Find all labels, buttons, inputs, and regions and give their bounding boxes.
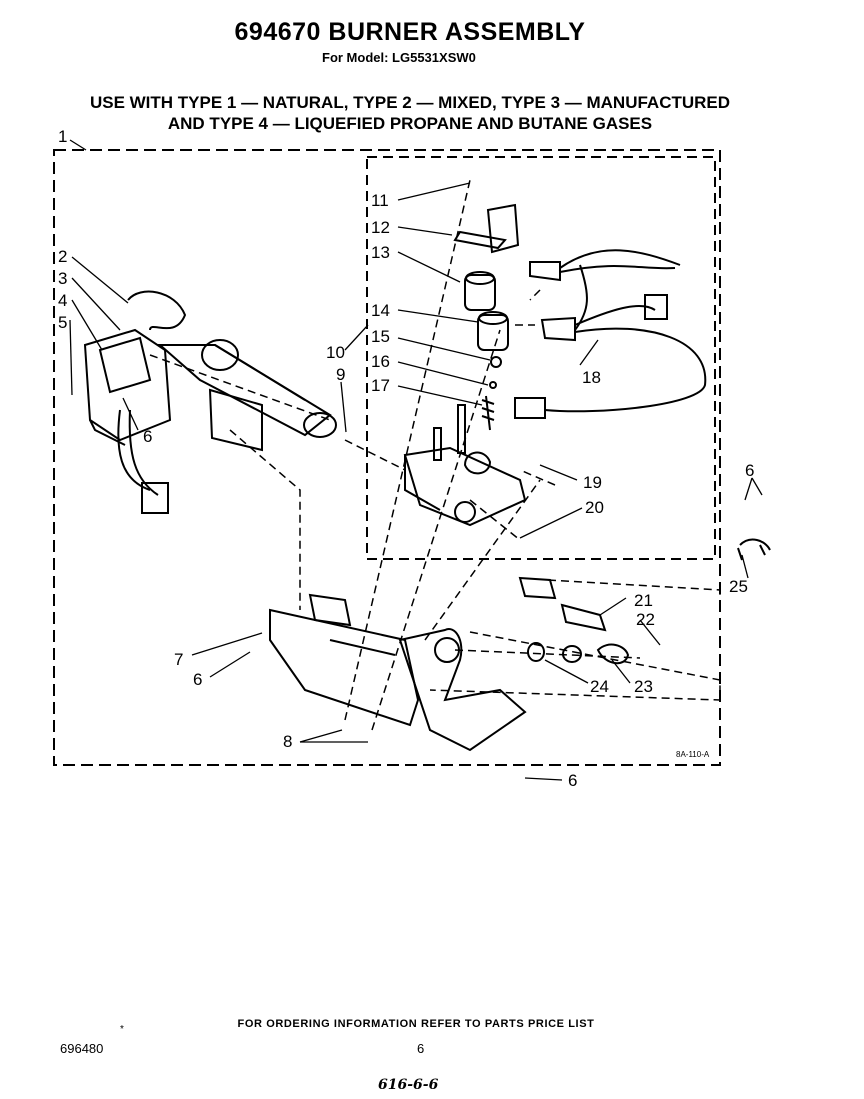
model-label: For Model: LG5531XSW0 (322, 50, 476, 65)
callout-6c: 6 (568, 771, 577, 790)
callout-15: 15 (371, 327, 390, 346)
callout-6b: 6 (193, 670, 202, 689)
callout-16: 16 (371, 352, 390, 371)
callout-10: 10 (326, 343, 345, 362)
callout-17: 17 (371, 376, 390, 395)
drawing-code: 8A-110-A (676, 750, 710, 759)
callout-25: 25 (729, 577, 748, 596)
callout-5: 5 (58, 313, 67, 332)
callout-22: 22 (636, 610, 655, 629)
callout-21: 21 (634, 591, 653, 610)
gas-type-line-2: AND TYPE 4 — LIQUEFIED PROPANE AND BUTAN… (167, 114, 653, 133)
callout-24: 24 (590, 677, 609, 696)
connection-lines (149, 179, 721, 731)
solenoid-coils (453, 203, 520, 431)
burner-bracket (269, 593, 527, 752)
document-number: 696480 (60, 1041, 104, 1056)
assembly-boundary (53, 149, 721, 766)
callout-3: 3 (58, 269, 67, 288)
page-title: 694670 BURNER ASSEMBLY (234, 18, 586, 46)
page-number: 6 (417, 1041, 425, 1056)
callout-11: 11 (371, 191, 389, 210)
wire-harness (514, 249, 707, 419)
callout-9: 9 (336, 365, 345, 384)
callout-4: 4 (58, 291, 67, 310)
callout-6d: 6 (745, 461, 754, 480)
asterisk-mark: * (120, 1024, 124, 1035)
valve-group-boundary (366, 156, 716, 560)
callout-18: 18 (582, 368, 601, 387)
callout-7: 7 (174, 650, 183, 669)
callout-19: 19 (583, 473, 602, 492)
leader-lines (69, 139, 763, 781)
orifice-fittings (518, 538, 771, 665)
callout-6a: 6 (143, 427, 152, 446)
gas-type-line-1: USE WITH TYPE 1 — NATURAL, TYPE 2 — MIXE… (89, 93, 731, 112)
ignitor-bracket (83, 328, 172, 514)
burner-tube (127, 290, 337, 452)
ordering-note: FOR ORDERING INFORMATION REFER TO PARTS … (237, 1018, 595, 1030)
callout-8: 8 (283, 732, 292, 751)
callout-12: 12 (371, 218, 390, 237)
callout-2: 2 (58, 247, 67, 266)
callout-20: 20 (585, 498, 604, 517)
handwritten-code: 616-6-6 (378, 1077, 439, 1093)
callout-14: 14 (371, 301, 390, 320)
gas-valve (403, 404, 527, 527)
callout-1: 1 (58, 127, 67, 146)
callout-23: 23 (634, 677, 653, 696)
callout-13: 13 (371, 243, 390, 262)
